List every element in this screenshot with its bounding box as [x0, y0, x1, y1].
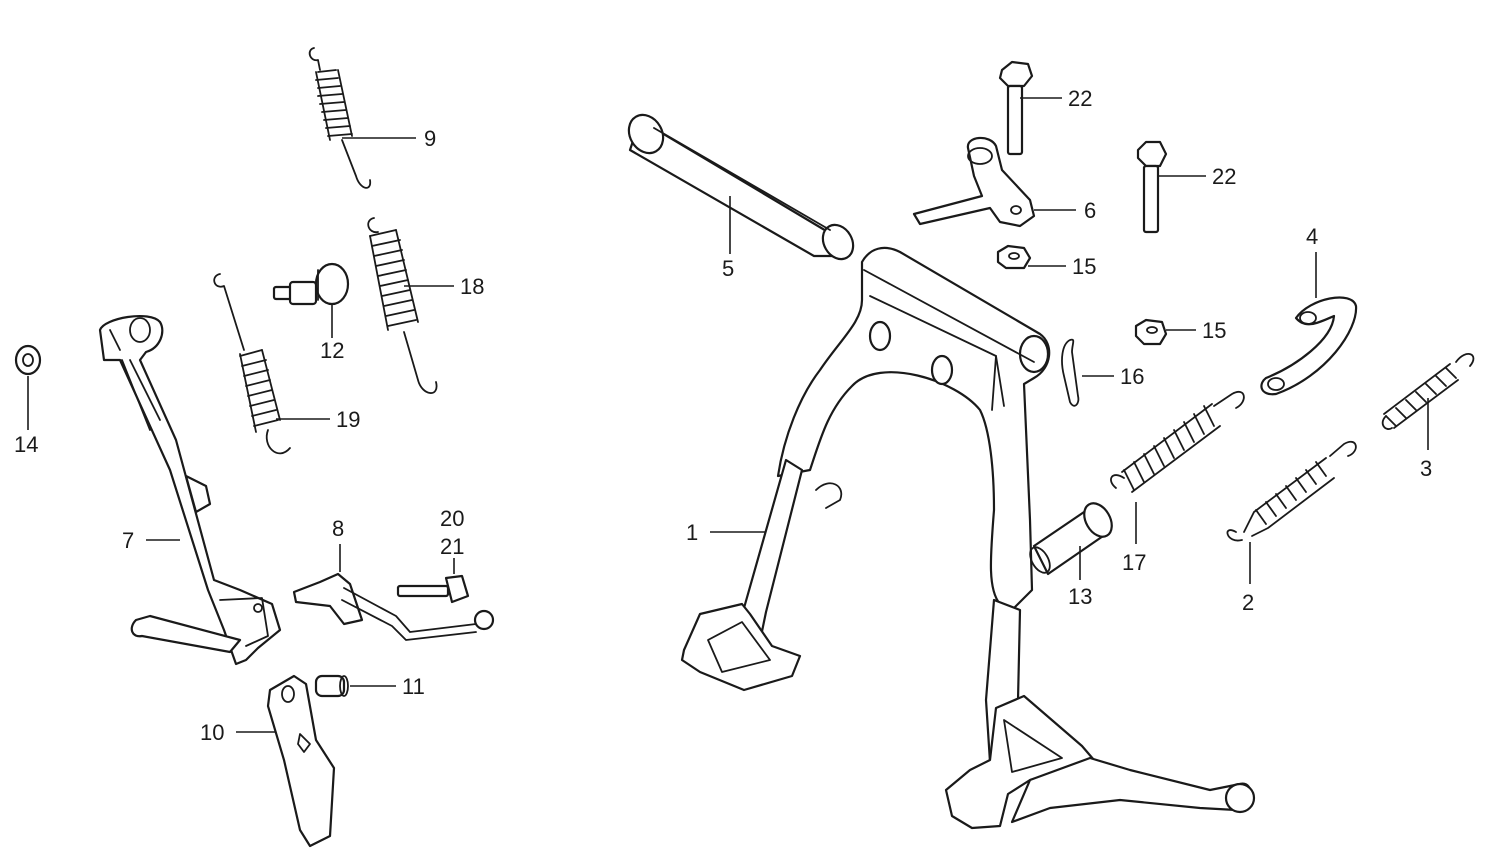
callout-1: 1	[686, 520, 698, 545]
callout-15b: 15	[1202, 318, 1226, 343]
callout-labels: 9 18 12 19 14 7 8 20 21 10 11 5 1 22 22 …	[14, 86, 1432, 745]
plate-4	[1260, 296, 1358, 396]
spring-3	[1381, 353, 1475, 430]
spring-17	[1110, 391, 1245, 493]
bracket-8	[292, 572, 495, 641]
spring-2	[1226, 441, 1357, 542]
nut-15b	[1134, 318, 1168, 346]
pin-bolt-12	[272, 262, 350, 306]
callout-11: 11	[402, 674, 425, 699]
bolt-22b	[1136, 140, 1168, 234]
spring-18	[367, 217, 438, 394]
bracket-6	[912, 136, 1036, 228]
callout-18: 18	[460, 274, 484, 299]
callout-7: 7	[122, 528, 134, 553]
bolt-20-21	[396, 574, 470, 604]
callout-2: 2	[1242, 590, 1254, 615]
leader-lines	[27, 97, 1429, 733]
callout-13: 13	[1068, 584, 1092, 609]
callout-19: 19	[336, 407, 360, 432]
bolt-22a	[998, 60, 1034, 156]
nut-15a	[996, 244, 1032, 270]
callout-16: 16	[1120, 364, 1144, 389]
rubber-11	[314, 674, 349, 698]
main-stand-1	[680, 246, 1256, 830]
callout-17: 17	[1122, 550, 1146, 575]
callout-3: 3	[1420, 456, 1432, 481]
stopper-10	[266, 674, 336, 848]
spring-19	[213, 273, 291, 455]
callout-22b: 22	[1212, 164, 1236, 189]
callout-9: 9	[424, 126, 436, 151]
pipe-5	[627, 113, 855, 261]
callout-15a: 15	[1072, 254, 1096, 279]
callout-22a: 22	[1068, 86, 1092, 111]
callout-4: 4	[1306, 224, 1318, 249]
spring-9	[308, 47, 372, 189]
callout-8: 8	[332, 516, 344, 541]
callout-5: 5	[722, 256, 734, 281]
callout-21: 21	[440, 534, 464, 559]
collar-13	[1029, 502, 1113, 576]
callout-10: 10	[200, 720, 224, 745]
cotter-pin-16	[1061, 338, 1080, 407]
callout-6: 6	[1084, 198, 1096, 223]
callout-14: 14	[14, 432, 38, 457]
side-stand-7	[98, 314, 282, 666]
callout-12: 12	[320, 338, 344, 363]
nut-14	[14, 344, 42, 376]
callout-20: 20	[440, 506, 464, 531]
